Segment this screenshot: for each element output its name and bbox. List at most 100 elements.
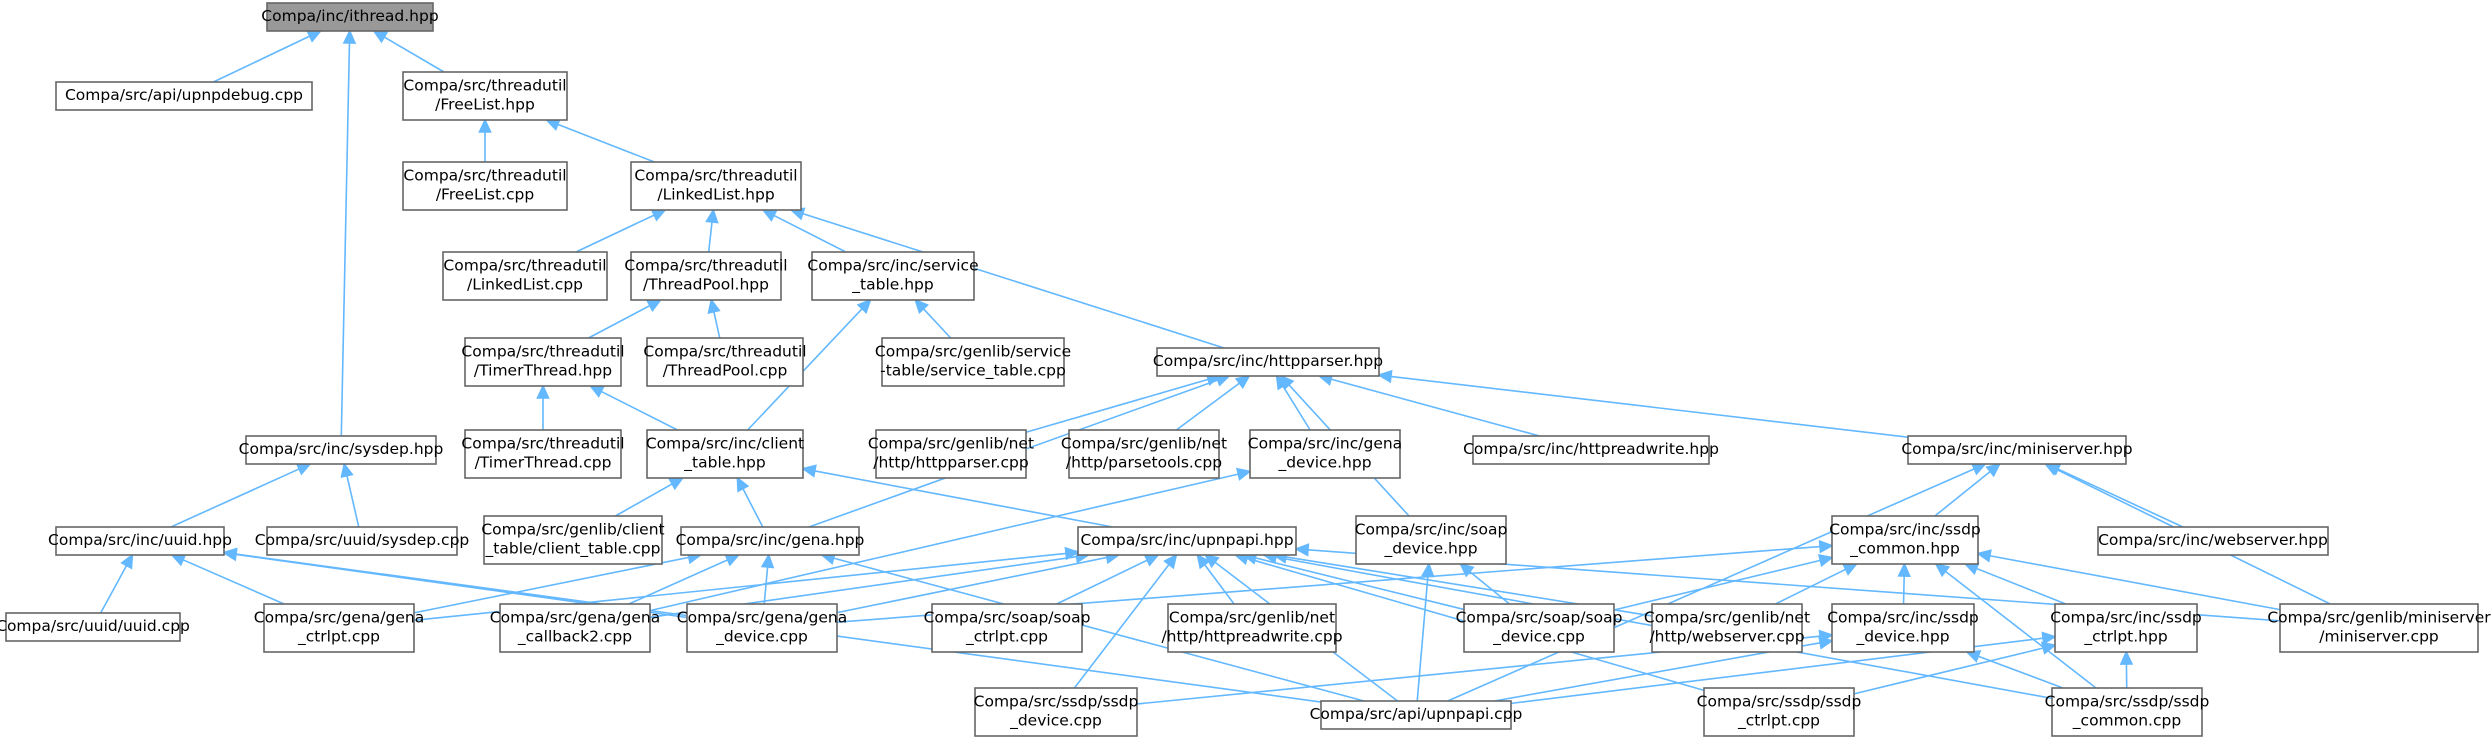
dependency-edge [1963,562,2067,605]
file-node[interactable]: Compa/src/inc/ssdp_ctrlpt.hpp [2050,603,2202,653]
file-node[interactable]: Compa/src/threadutil/TimerThread.hpp [461,337,625,387]
file-node[interactable]: Compa/src/gena/gena_callback2.cpp [490,603,660,653]
file-node[interactable]: Compa/src/gena/gena_ctrlpt.cpp [254,603,424,653]
file-node[interactable]: Compa/src/genlib/client_table/client_tab… [481,515,665,565]
file-node-label: Compa/src/soap/soap [1456,609,1623,627]
dependency-arrowhead [1985,462,2002,478]
file-node-label: /LinkedList.cpp [467,276,583,294]
file-node-label: _ctrlpt.hpp [2083,628,2167,647]
dependency-edge [1175,374,1251,431]
file-node-label: Compa/src/soap/soap [924,609,1091,627]
file-node[interactable]: Compa/src/threadutil/ThreadPool.cpp [643,337,807,387]
file-node[interactable]: Compa/src/ssdp/ssdp_device.cpp [974,687,1139,737]
file-node[interactable]: Compa/src/soap/soap_ctrlpt.cpp [924,603,1091,653]
dependency-edge-line [1056,559,1148,605]
file-node[interactable]: Compa/src/genlib/net/http/httpreadwrite.… [1161,603,1343,653]
file-node-box [1167,603,1337,653]
file-node[interactable]: Compa/src/threadutil/LinkedList.cpp [442,251,608,301]
file-node-label: _device.cpp [715,628,808,647]
file-node-box [1320,700,1512,730]
file-node[interactable]: Compa/src/inc/uuid.hpp [48,526,232,556]
file-node[interactable]: Compa/src/genlib/net/http/httpparser.cpp [868,429,1034,479]
file-node[interactable]: Compa/src/inc/gena_device.hpp [1248,429,1402,479]
dependency-arrowhead [536,384,550,399]
file-node[interactable]: Compa/src/inc/httpreadwrite.hpp [1463,435,1719,465]
dependency-edge-line [1175,382,1240,431]
file-node[interactable]: Compa/src/api/upnpapi.cpp [1310,700,1523,730]
dependency-arrowhead [2041,631,2057,645]
dependency-arrowhead [1236,467,1252,481]
file-node[interactable]: Compa/src/inc/webserver.hpp [2097,526,2329,556]
file-node-label: /FreeList.cpp [436,186,534,204]
dependency-arrowhead [760,553,775,569]
file-node[interactable]: Compa/src/inc/httpparser.hpp [1153,347,1383,377]
file-node[interactable]: Compa/src/threadutil/ThreadPool.hpp [624,251,788,301]
file-node-label: Compa/src/inc/sysdep.hpp [239,440,444,458]
file-node[interactable]: Compa/src/uuid/sysdep.cpp [255,526,470,556]
file-node-box [499,603,651,653]
file-node[interactable]: Compa/src/inc/ssdp_common.hpp [1829,515,1981,565]
file-node[interactable]: Compa/src/uuid/uuid.cpp [0,612,190,642]
file-node[interactable]: Compa/src/threadutil/FreeList.hpp [402,71,568,121]
file-node[interactable]: Compa/src/inc/client_table.hpp [646,429,804,479]
file-node[interactable]: Compa/src/soap/soap_device.cpp [1456,603,1623,653]
file-node-label: Compa/src/genlib/client [481,521,664,539]
file-node-label: Compa/src/inc/ssdp [2050,609,2202,627]
dependency-edge-line [713,311,721,339]
dependency-edge [340,29,357,437]
file-node-label: -table/service_table.cpp [880,362,1066,381]
file-node[interactable]: Compa/src/inc/service_table.hpp [807,251,979,301]
dependency-arrowhead [1294,543,1310,557]
file-node-label: Compa/src/inc/httpparser.hpp [1153,352,1383,370]
file-node[interactable]: Compa/src/ssdp/ssdp_ctrlpt.cpp [1697,687,1862,737]
file-node[interactable]: Compa/src/inc/miniserver.hpp [1901,435,2133,465]
file-node-label: /http/httpparser.cpp [873,454,1028,472]
file-node-box [875,429,1027,479]
dependency-edge-line [182,559,285,605]
file-node[interactable]: Compa/src/genlib/miniserver/miniserver.c… [2267,603,2491,653]
file-node-label: _ctrlpt.cpp [297,628,380,647]
file-node[interactable]: Compa/src/inc/upnpapi.hpp [1077,526,1297,556]
file-node-box [442,251,608,301]
file-node[interactable]: Compa/src/gena/gena_device.cpp [677,603,847,653]
file-node[interactable]: Compa/src/genlib/net/http/parsetools.cpp [1061,429,1227,479]
file-node[interactable]: Compa/src/ssdp/ssdp_common.cpp [2045,687,2210,737]
file-node[interactable]: Compa/src/threadutil/FreeList.cpp [402,161,568,211]
dependency-edge-line [773,214,847,253]
dependency-edge-line [1902,575,1905,605]
file-node-label: Compa/src/genlib/net [1061,435,1227,453]
file-node-label: Compa/src/inc/ssdp [1829,521,1981,539]
dependency-edge [707,298,721,339]
file-node-box [402,71,568,121]
dependency-edge [2045,463,2184,528]
file-node-box [646,429,804,479]
dependency-arrowhead [646,299,663,312]
dependency-edge [1775,563,1859,605]
file-node[interactable]: Compa/src/threadutil/TimerThread.cpp [461,429,625,479]
file-node[interactable]: Compa/src/inc/soap_device.hpp [1355,515,1508,565]
file-node[interactable]: Compa/src/genlib/service-table/service_t… [875,337,1071,387]
file-node[interactable]: Compa/src/genlib/net/http/webserver.cpp [1644,603,1810,653]
file-node-label: Compa/src/ssdp/ssdp [2045,693,2210,711]
file-node-label: Compa/src/gena/gena [490,609,660,627]
file-node[interactable]: Compa/src/api/upnpdebug.cpp [55,81,313,111]
file-node[interactable]: Compa/src/inc/ssdp_device.hpp [1827,603,1979,653]
dependency-edge [170,463,312,528]
file-node[interactable]: Compa/src/inc/gena.hpp [676,526,865,556]
file-node-box [1831,603,1975,653]
file-node[interactable]: Compa/src/threadutil/LinkedList.hpp [630,161,802,211]
file-node[interactable]: Compa/src/inc/sysdep.hpp [239,435,444,465]
dependency-arrowhead [1377,369,1393,384]
file-node-label: /TimerThread.hpp [474,362,612,380]
file-node-box [1077,526,1297,556]
file-node-label: Compa/src/inc/ssdp [1827,609,1979,627]
dependency-arrowhead [1818,539,1834,554]
dependency-arrowhead [120,553,134,570]
dependency-arrowhead [1817,553,1834,568]
dependency-edge-line [557,123,655,163]
file-node[interactable]: Compa/inc/ithread.hpp [261,2,439,32]
dependency-arrowhead [2040,641,2057,655]
file-node-label: Compa/src/inc/client [646,435,804,453]
file-node-label: _device.hpp [1383,540,1477,559]
file-node-label: _ctrlpt.cpp [1737,712,1820,731]
